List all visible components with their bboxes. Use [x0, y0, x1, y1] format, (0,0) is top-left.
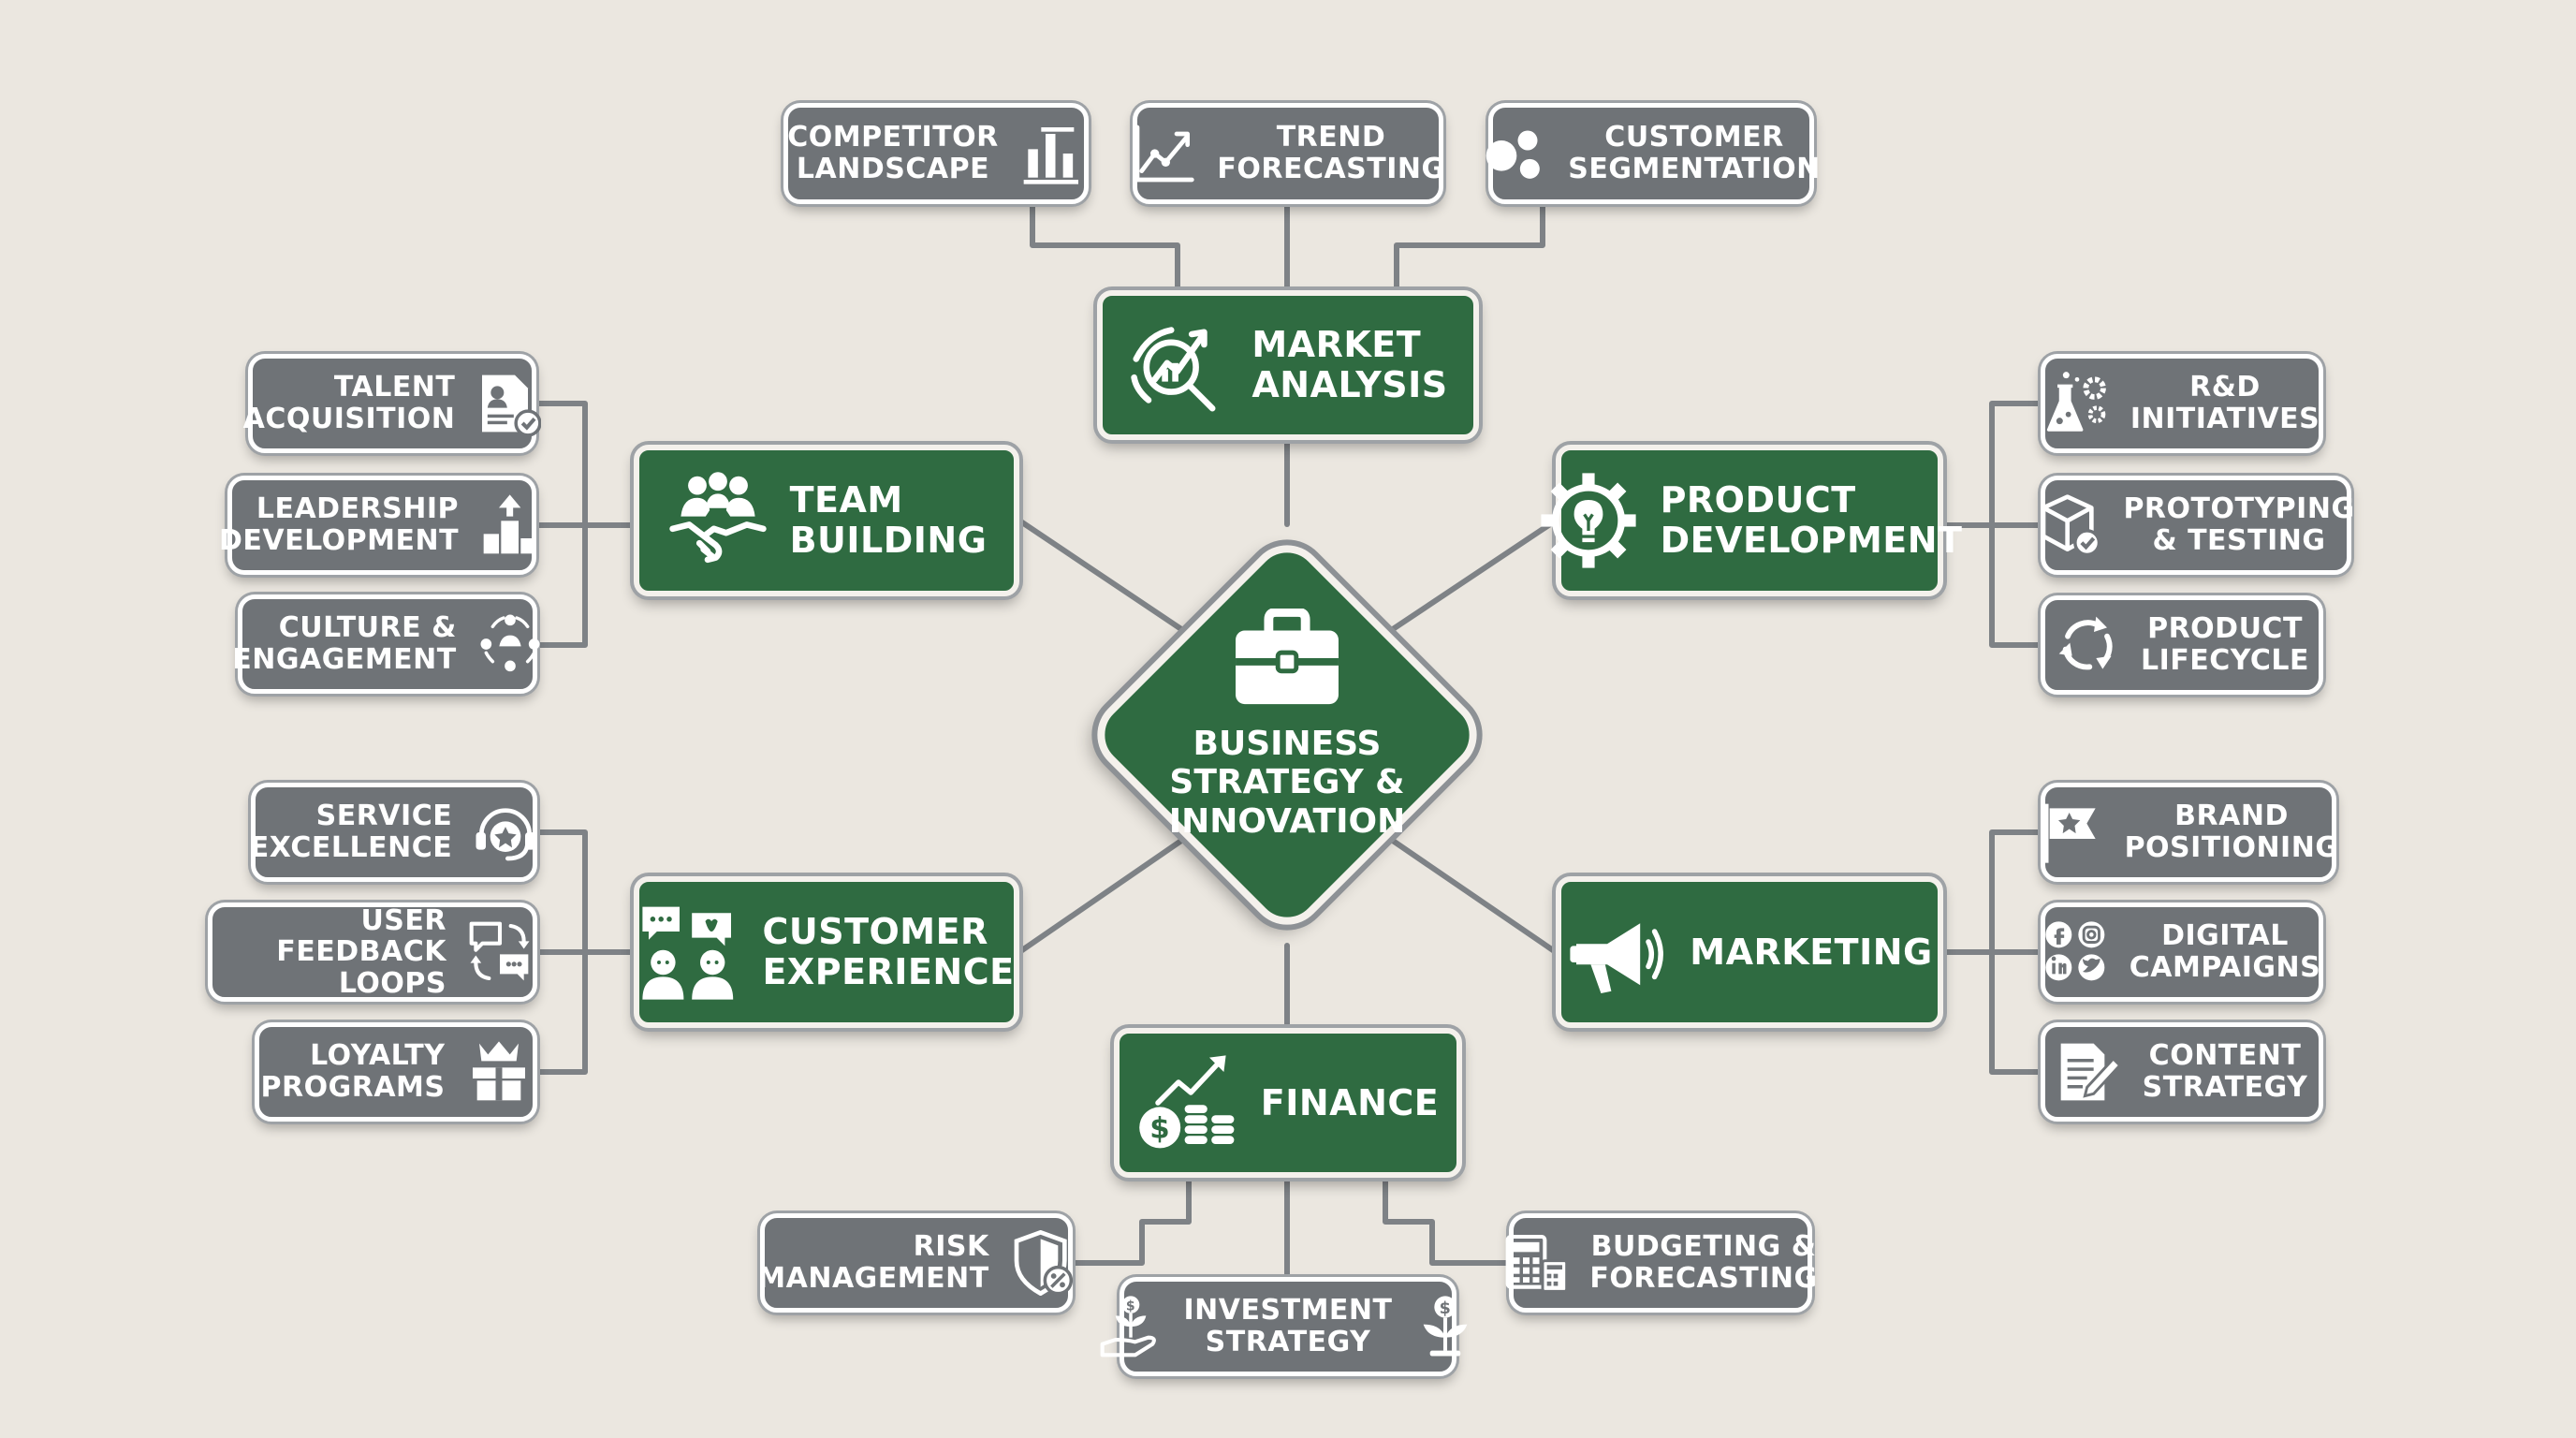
leaf-trend-forecasting[interactable]: TREND FORECASTING — [1133, 103, 1444, 204]
briefcase-icon — [1236, 609, 1339, 705]
hub-team-building[interactable]: TEAM BUILDING — [634, 445, 1019, 596]
hub-label: CUSTOMER EXPERIENCE — [762, 911, 1015, 992]
podium-arrow-icon — [483, 494, 536, 554]
hub-label: TEAM BUILDING — [789, 479, 988, 561]
leaf-content-strategy[interactable]: CONTENT STRATEGY — [2041, 1022, 2323, 1122]
chat-loop-icon — [469, 921, 530, 981]
connector-line — [1030, 201, 1180, 293]
leaf-risk-management[interactable]: RISK MANAGEMENT — [757, 1213, 1073, 1313]
star-flag-icon — [2042, 803, 2096, 863]
cycle-arrows-icon — [2058, 616, 2113, 670]
coins-growth-icon: $ — [1138, 1055, 1235, 1149]
connector-line — [1390, 518, 1559, 632]
chart-magnifier-icon — [1131, 327, 1216, 412]
resume-check-icon — [482, 374, 542, 436]
leaf-service-excellence[interactable]: SERVICE EXCELLENCE — [250, 783, 537, 882]
leaf-leadership-development[interactable]: LEADERSHIP DEVELOPMENT — [219, 476, 536, 575]
team-handshake-icon — [668, 472, 767, 564]
hub-label: MARKET ANALYSIS — [1251, 324, 1448, 405]
svg-text:$: $ — [1440, 1299, 1452, 1318]
connector-line — [1383, 1175, 1512, 1266]
leaf-competitor-landscape[interactable]: COMPETITOR LANDSCAPE — [783, 103, 1089, 204]
people-circle-icon — [480, 614, 540, 672]
leaf-customer-segmentation[interactable]: CUSTOMER SEGMENTATION — [1486, 103, 1820, 204]
plant-coin-icon: $ — [1424, 1296, 1468, 1357]
crown-gift-icon — [472, 1041, 525, 1101]
social-media-icon — [2045, 921, 2105, 981]
hub-finance[interactable]: $ FINANCE — [1114, 1028, 1462, 1178]
hand-plant-icon: $ — [1100, 1296, 1156, 1357]
leaf-culture-engagement[interactable]: CULTURE & ENGAGEMENT — [232, 594, 540, 694]
hub-marketing[interactable]: MARKETING — [1556, 876, 1943, 1028]
flask-gear-icon — [2046, 372, 2106, 432]
leaf-investment-strategy[interactable]: $ INVESTMENT STRATEGY $ — [1100, 1277, 1468, 1376]
hub-label: MARKETING — [1690, 931, 1933, 973]
leaf-product-lifecycle[interactable]: PRODUCT LIFECYCLE — [2041, 595, 2323, 695]
leaf-loyalty-programs[interactable]: LOYALTY PROGRAMS — [255, 1022, 537, 1122]
hub-label: PRODUCT DEVELOPMENT — [1660, 479, 1963, 561]
connector-line — [1390, 838, 1559, 955]
connector-line — [1017, 518, 1184, 632]
leaf-budgeting-forecasting[interactable]: BUDGETING & FORECASTING — [1505, 1213, 1817, 1313]
leaf-talent-acquisition[interactable]: TALENT ACQUISITION — [243, 354, 542, 453]
leaf-digital-campaigns[interactable]: DIGITAL CAMPAIGNS — [2041, 902, 2323, 1002]
leaf-user-feedback-loops[interactable]: USER FEEDBACK LOOPS — [208, 902, 537, 1002]
shield-percent-icon — [1014, 1230, 1073, 1296]
connector-line — [1394, 201, 1545, 293]
headset-star-icon — [476, 808, 535, 861]
connector-line — [1017, 838, 1184, 955]
circles-icon — [1486, 130, 1541, 179]
hub-product-development[interactable]: PRODUCT DEVELOPMENT — [1540, 445, 1962, 596]
central-title: BUSINESS STRATEGY & INNOVATION — [1168, 725, 1406, 841]
leaf-rd-initiatives[interactable]: R&D INITIATIVES — [2041, 354, 2323, 453]
megaphone-icon — [1570, 923, 1664, 993]
svg-text:$: $ — [1125, 1299, 1134, 1314]
calculator-icon — [1505, 1234, 1569, 1293]
hub-market-analysis[interactable]: MARKET ANALYSIS — [1097, 290, 1479, 440]
hub-customer-experience[interactable]: CUSTOMER EXPERIENCE — [634, 876, 1019, 1028]
box-check-icon — [2042, 494, 2101, 557]
svg-text:$: $ — [1149, 1111, 1170, 1145]
gear-bulb-icon — [1540, 473, 1636, 568]
connector-line — [1070, 1175, 1192, 1266]
line-chart-icon — [1135, 125, 1195, 183]
leaf-brand-positioning[interactable]: BRAND POSITIONING — [2041, 783, 2338, 882]
customers-chat-icon — [642, 906, 734, 1000]
leaf-prototyping-testing[interactable]: PROTOTYPING & TESTING — [2041, 476, 2354, 575]
document-pen-icon — [2060, 1043, 2122, 1101]
bar-chart-icon — [1023, 127, 1078, 184]
hub-label: FINANCE — [1260, 1081, 1440, 1123]
